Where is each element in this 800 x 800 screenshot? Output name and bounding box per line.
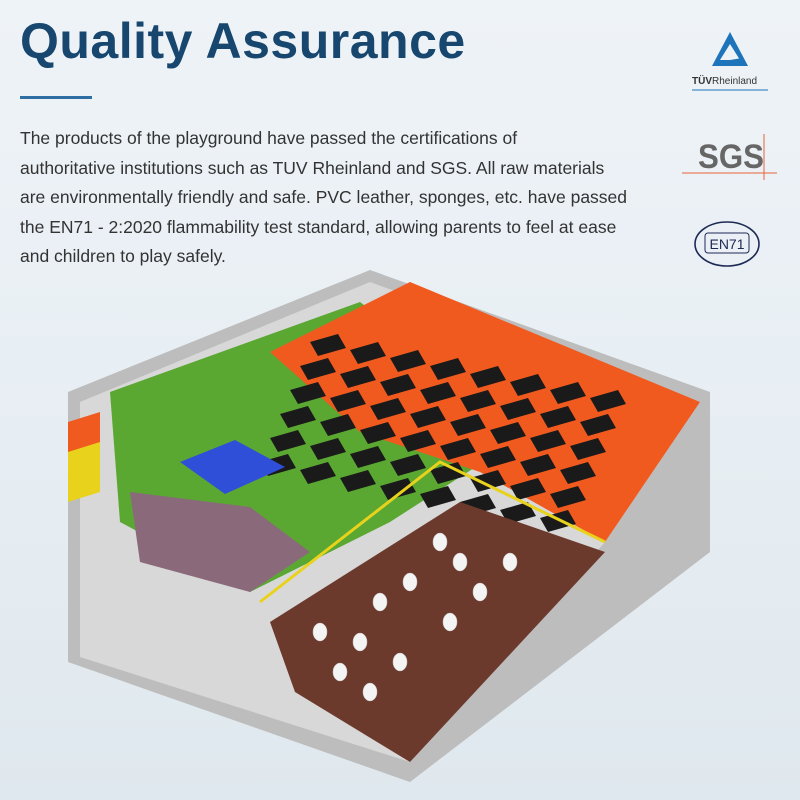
trampoline-bed [470,470,506,492]
trampoline-bed [430,358,466,380]
trampoline-bed [430,462,466,484]
chair [432,532,448,552]
trampoline-bed [380,374,416,396]
trampoline-bed [530,430,566,452]
chair [502,552,518,572]
chair [312,622,328,642]
chair [332,662,348,682]
trampoline-bed [560,462,596,484]
description: The products of the playground have pass… [20,124,660,272]
trampoline-bed [380,478,416,500]
ball-pit [130,492,310,592]
en71-logo: EN71 [694,221,760,267]
chair [402,572,418,592]
trampoline-park-illustration [68,270,710,782]
trampoline-bed [280,406,316,428]
chair [372,592,388,612]
sgs-logo: SGS [682,134,777,180]
trampoline-bed [470,366,506,388]
trampoline-bed [500,502,536,524]
description-line: The products of the playground have pass… [20,128,518,148]
page-title: Quality Assurance [20,13,466,69]
trampoline-grid [260,282,700,542]
trampoline-bed [440,438,476,460]
trampoline-bed [510,478,546,500]
trampoline-bed [420,382,456,404]
trampoline-bed [550,486,586,508]
trampoline-bed [300,462,336,484]
trampoline-bed [580,414,616,436]
trampoline-bed [590,390,626,412]
title-underline [20,96,92,99]
chair [362,682,378,702]
trampoline-bed [390,350,426,372]
trampoline-bed [350,446,386,468]
trampoline-bed [310,334,346,356]
chair [452,552,468,572]
trampoline-bed [330,390,366,412]
trampoline-bed [490,422,526,444]
tuv-rheinland-logo: TÜVRheinland [692,32,768,91]
trampoline-bed [350,342,386,364]
trampoline-bed [550,382,586,404]
trampoline-bed [450,414,486,436]
chair [392,652,408,672]
trampoline-bed [410,406,446,428]
chair [352,632,368,652]
description-line: and children to play safely. [20,246,226,266]
svg-text:EN71: EN71 [709,236,744,252]
trampoline-bed [540,406,576,428]
svg-text:TÜVRheinland: TÜVRheinland [692,74,757,87]
trampoline-bed [510,374,546,396]
trampoline-bed [500,398,536,420]
trampoline-bed [340,366,376,388]
trampoline-bed [370,398,406,420]
trampoline-bed [480,446,516,468]
chair [472,582,488,602]
trampoline-bed [300,358,336,380]
chair [442,612,458,632]
description-line: are environmentally friendly and safe. P… [20,187,628,207]
trampoline-bed [460,390,496,412]
trampoline-bed [320,414,356,436]
trampoline-bed [400,430,436,452]
description-line: authoritative institutions such as TUV R… [20,157,605,178]
blue-mat [180,440,285,494]
trampoline-bed [310,438,346,460]
trampoline-bed [420,486,456,508]
trampoline-bed [520,454,556,476]
trampoline-bed [570,438,606,460]
description-line: the EN71 - 2:2020 flammability test stan… [20,216,617,237]
svg-text:SGS: SGS [698,138,764,176]
trampoline-bed [360,422,396,444]
trampoline-bed [390,454,426,476]
trampoline-bed [270,430,306,452]
trampoline-bed [290,382,326,404]
trampoline-bed [340,470,376,492]
railing [259,460,606,604]
cafe-floor [270,502,605,762]
